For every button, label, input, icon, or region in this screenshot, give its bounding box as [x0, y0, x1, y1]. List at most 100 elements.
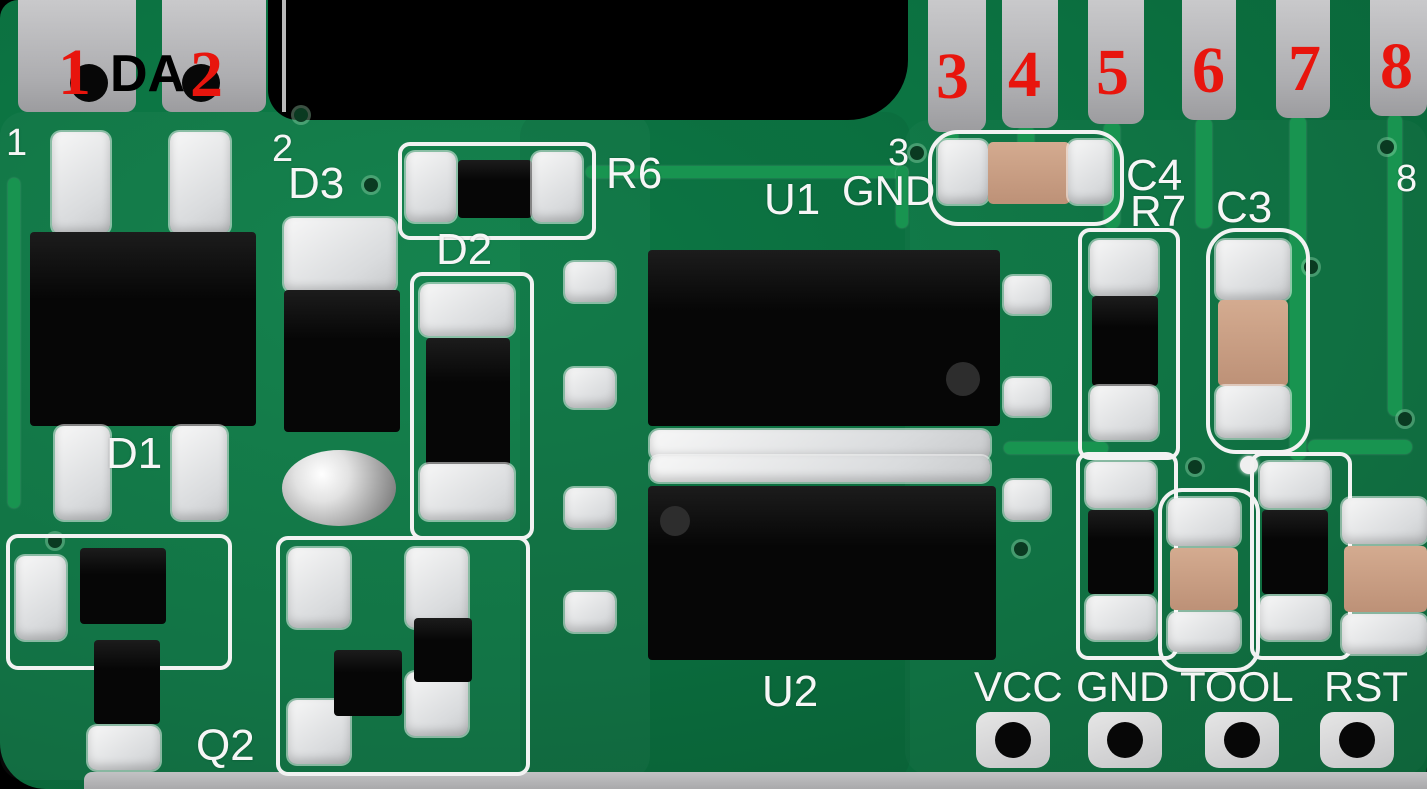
solder-pad [1216, 386, 1290, 438]
red-pin-number-3: 3 [936, 40, 969, 113]
edge-pad-4 [1002, 0, 1058, 128]
solder-pad [406, 152, 456, 222]
red-pin-number-2: 2 [190, 38, 223, 111]
via [910, 146, 924, 160]
label-r7: R7 [1130, 187, 1187, 236]
label-da: DA [110, 45, 186, 103]
solder-pad-row [650, 430, 990, 460]
trace [586, 166, 908, 178]
solder-pad [1342, 614, 1427, 654]
component-body [334, 650, 402, 716]
label-c3: C3 [1216, 183, 1273, 232]
solder-pad [1004, 480, 1050, 520]
silkscreen-outline [1158, 488, 1260, 672]
solder-pad [55, 426, 110, 520]
component-d1-body [30, 232, 256, 426]
component-body [1262, 510, 1328, 594]
solder-pad [88, 726, 160, 770]
pad-hole [182, 64, 220, 102]
via [1398, 412, 1412, 426]
edge-pad-8 [1370, 0, 1427, 116]
solder-pad [420, 284, 514, 336]
solder-pad [565, 368, 615, 408]
component-body [94, 640, 160, 724]
red-pin-number-1: 1 [58, 36, 91, 109]
pad-hole [70, 64, 108, 102]
solder-pad [1342, 498, 1427, 544]
solder-pad [1168, 612, 1240, 652]
solder-pad [1090, 386, 1158, 440]
component-q2-body [80, 548, 166, 624]
edge-pad-3 [928, 0, 986, 132]
silkscreen-outline-c4 [928, 130, 1124, 226]
component-d2-body [426, 338, 510, 466]
solder-pad [1004, 276, 1050, 314]
silkscreen-outline-footprint [276, 536, 530, 776]
label-gnd-top: GND [842, 167, 936, 214]
silkscreen-outline-r6 [398, 142, 596, 240]
solder-pad [565, 592, 615, 632]
label-d1: D1 [106, 429, 163, 478]
via [1014, 542, 1028, 556]
solder-pad [420, 464, 514, 520]
label-d3: D3 [288, 159, 345, 208]
component-body [1088, 510, 1154, 594]
label-vcc: VCC [974, 663, 1063, 710]
component-d3-body [284, 290, 400, 432]
solder-pad [288, 548, 350, 628]
via [294, 108, 308, 122]
solder-pad [16, 556, 66, 640]
label-tool: TOOL [1180, 663, 1294, 710]
component-capacitor-body [1170, 548, 1238, 610]
notch-edge-highlight [282, 0, 286, 112]
label-u1: U1 [764, 175, 821, 224]
component-r6-body [458, 160, 532, 218]
solder-pad [1260, 462, 1330, 508]
label-q2: Q2 [196, 721, 255, 770]
component-u1-body [648, 250, 1000, 426]
ic-pin1-dot [660, 506, 690, 536]
component-c4-body [988, 142, 1070, 204]
solder-pad [1260, 596, 1330, 640]
trace [1290, 116, 1306, 460]
red-pin-number-4: 4 [1008, 38, 1041, 111]
solder-pad [406, 548, 468, 628]
label-c4: C4 [1126, 151, 1183, 200]
silkscreen-outline-d2 [410, 272, 534, 540]
red-pin-number-7: 7 [1288, 32, 1321, 105]
label-rst: RST [1324, 663, 1408, 710]
component-u2-body [648, 486, 996, 660]
solder-pad [1086, 462, 1156, 508]
solder-blob [282, 450, 396, 526]
label-gnd-bottom: GND [1076, 663, 1170, 710]
trace [896, 166, 908, 228]
ic-pin1-dot [946, 362, 980, 396]
solder-pad [1168, 498, 1240, 546]
solder-pad [406, 672, 468, 736]
edge-pad-6 [1182, 0, 1236, 120]
component-c3-body [1218, 300, 1288, 386]
red-pin-number-6: 6 [1192, 34, 1225, 107]
solder-pad [1004, 378, 1050, 416]
component-body [414, 618, 472, 682]
component-r7-body [1092, 296, 1158, 386]
solder-pad [52, 132, 110, 234]
solder-pad-row [650, 456, 990, 482]
via [1188, 460, 1202, 474]
trace [8, 178, 20, 508]
board-edge-notch [268, 0, 908, 120]
pad-hole [995, 722, 1031, 758]
via [364, 178, 378, 192]
solder-pad [170, 132, 230, 234]
label-d2: D2 [436, 225, 493, 274]
red-pin-number-5: 5 [1096, 36, 1129, 109]
pad-hole [1107, 722, 1143, 758]
pad-number-3: 3 [888, 132, 910, 174]
trace [1308, 440, 1412, 454]
solder-pad [284, 218, 396, 292]
pad-number-8: 8 [1396, 158, 1418, 200]
solder-pad [565, 488, 615, 528]
silkscreen-outline-r7 [1078, 228, 1180, 460]
solder-pad [565, 262, 615, 302]
red-pin-number-8: 8 [1380, 30, 1413, 103]
